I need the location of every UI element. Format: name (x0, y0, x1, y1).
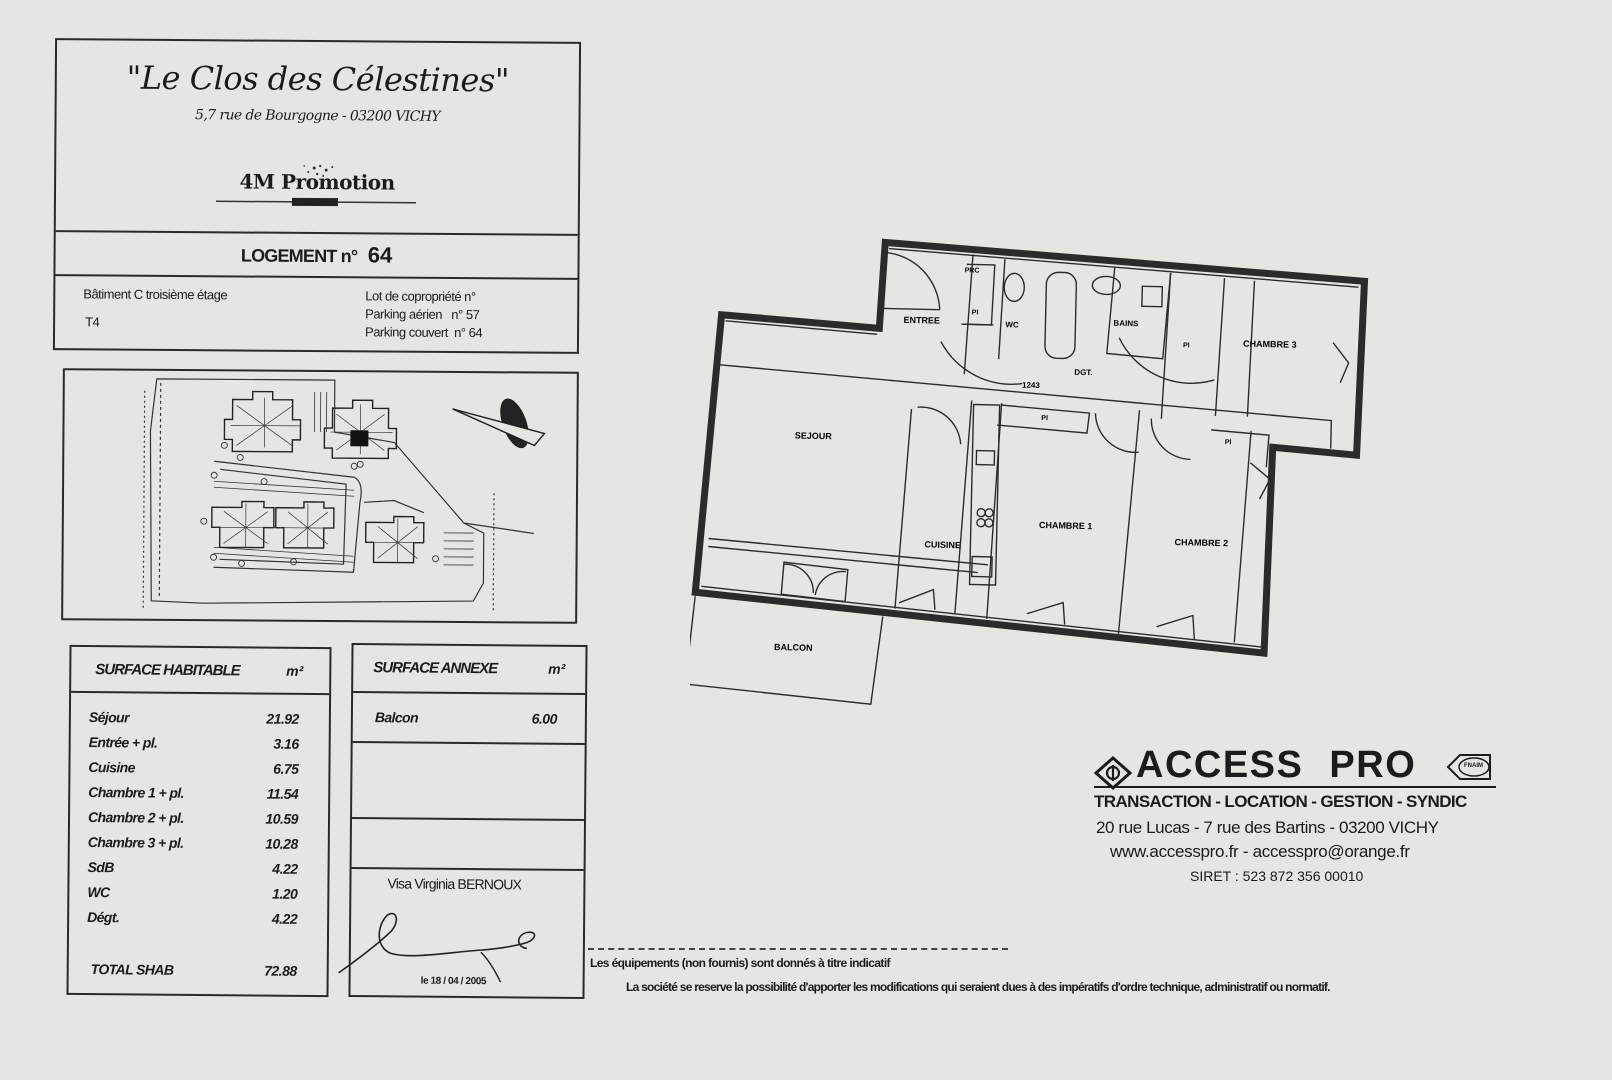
footer-note-equipment: Les équipements (non fournis) sont donné… (590, 956, 891, 970)
annexe-label-balcon: Balcon (374, 709, 419, 726)
access-pro-brand: ACCESS PRO (1136, 744, 1417, 786)
lot-label: Lot de copropriété n° (365, 288, 476, 305)
row-label-chambre1: Chambre 1 + pl. (88, 784, 184, 801)
row-label-chambre3: Chambre 3 + pl. (87, 834, 184, 851)
project-title: "Le Clos des Célestines" (126, 58, 510, 100)
room-label-entree: ENTREE (903, 315, 940, 326)
building-info: Bâtiment C troisième étage (83, 286, 228, 303)
placard-label-3: Pl (1041, 415, 1048, 422)
annexe-value-balcon: 6.00 (531, 710, 557, 727)
access-pro-logo-icon (1094, 756, 1132, 790)
row-value-chambre2: 10.59 (265, 810, 299, 827)
room-label-cuisine: CUISINE (924, 539, 961, 550)
surface-annexe-table: SURFACE ANNEXE m² Balcon 6.00 Visa Virgi… (338, 642, 588, 1000)
title-block: "Le Clos des Célestines" 5,7 rue de Bour… (52, 38, 582, 354)
surface-habitable-unit: m² (286, 662, 304, 679)
dimension-label: 1243 (1022, 381, 1041, 390)
site-plan (61, 368, 579, 624)
access-pro-siret: SIRET : 523 872 356 00010 (1190, 868, 1364, 884)
room-label-prc: PRC (965, 267, 980, 274)
row-value-chambre3: 10.28 (265, 835, 298, 852)
fnaim-badge-icon (1446, 754, 1491, 780)
room-label-chambre2: CHAMBRE 2 (1174, 537, 1228, 548)
room-label-bains: BAINS (1113, 319, 1139, 329)
access-pro-web: www.accesspro.fr - accesspro@orange.fr (1110, 842, 1410, 861)
room-label-balcon: BALCON (774, 642, 813, 653)
placard-label-2: Pl (1183, 342, 1190, 349)
row-label-degt: Dégt. (87, 909, 120, 926)
room-label-chambre1: CHAMBRE 1 (1039, 520, 1093, 531)
promoter-logo (215, 161, 426, 212)
placard-label-1: Pl (972, 309, 979, 316)
row-value-wc: 1.20 (272, 885, 298, 902)
surface-annexe-unit: m² (548, 660, 566, 677)
apartment-type: T4 (85, 314, 100, 330)
row-label-sejour: Séjour (88, 709, 129, 726)
row-label-cuisine: Cuisine (88, 759, 135, 776)
room-label-dgt: DGT. (1074, 368, 1092, 377)
surface-annexe-header: SURFACE ANNEXE (373, 659, 498, 678)
row-label-chambre2: Chambre 2 + pl. (87, 809, 184, 826)
placard-label-4: Pl (1225, 439, 1232, 446)
room-label-wc: WC (1005, 320, 1019, 329)
row-label-sdb: SdB (87, 859, 114, 876)
parking-couvert: Parking couvert n° 64 (365, 324, 483, 341)
north-arrow-icon (452, 398, 546, 449)
total-shab-label: TOTAL SHAB (90, 961, 174, 978)
logement-line: LOGEMENT n° 64 (56, 240, 578, 270)
floor-plan: ENTREE SEJOUR CUISINE CHAMBRE 1 CHAMBRE … (690, 238, 1369, 705)
site-plan-drawing (142, 378, 546, 614)
project-address: 5,7 rue de Bourgogne - 03200 VICHY (195, 107, 441, 125)
fnaim-text: FNAIM (1464, 763, 1483, 769)
surface-habitable-header: SURFACE HABITABLE (95, 661, 240, 680)
row-value-sdb: 4.22 (272, 860, 298, 877)
row-value-sejour: 21.92 (266, 710, 299, 727)
row-value-cuisine: 6.75 (273, 760, 299, 777)
row-value-entree: 3.16 (273, 735, 299, 752)
parking-aerien: Parking aérien n° 57 (365, 306, 480, 323)
surface-habitable-table: SURFACE HABITABLE m² Séjour 21.92 Entrée… (66, 644, 332, 998)
fnaim-badge: FNAIM (1444, 752, 1494, 782)
total-shab-value: 72.88 (264, 962, 297, 979)
room-label-sejour: SEJOUR (795, 430, 833, 441)
visa-label: Visa Virginia BERNOUX (387, 875, 522, 893)
row-value-degt: 4.22 (271, 910, 298, 927)
access-pro-block: ACCESS PRO FNAIM TRANSACTION - LOCATION … (1092, 742, 1512, 902)
visa-date: le 18 / 04 / 2005 (420, 975, 487, 988)
room-label-chambre3: CHAMBRE 3 (1243, 339, 1297, 350)
signature (338, 912, 536, 983)
logement-label: LOGEMENT n° (240, 245, 358, 267)
row-label-wc: WC (87, 884, 110, 901)
footer-note-modifications: La société se reserve la possibilité d'a… (626, 980, 1331, 994)
promoter-name: 4M Promotion (239, 169, 395, 195)
promoter-sparkle-icon (215, 164, 416, 207)
access-pro-services: TRANSACTION - LOCATION - GESTION - SYNDI… (1094, 792, 1467, 811)
logement-number: 64 (367, 242, 393, 268)
row-label-entree: Entrée + pl. (88, 734, 158, 751)
row-value-chambre1: 11.54 (266, 785, 299, 802)
access-pro-address: 20 rue Lucas - 7 rue des Bartins - 03200… (1096, 818, 1439, 837)
